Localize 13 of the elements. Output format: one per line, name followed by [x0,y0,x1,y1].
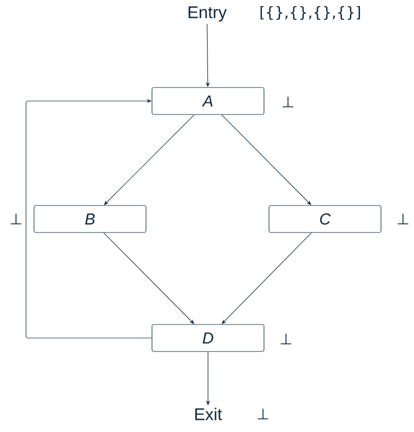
entry-label: Entry [188,6,227,22]
process-box: D [152,324,264,352]
process-box: B [34,205,146,233]
process-box: C [268,205,382,233]
entry-label: Exit [195,408,222,420]
state-label: ⊥ [258,408,268,420]
state-label: ⊥ [10,214,22,224]
arrow [26,98,152,338]
process-box: A [152,87,264,115]
state-label: [{},{},{},{}] [260,6,360,20]
state-label: ⊥ [282,96,294,108]
state-label: ⊥ [398,214,408,224]
state-label: ⊥ [280,334,292,344]
